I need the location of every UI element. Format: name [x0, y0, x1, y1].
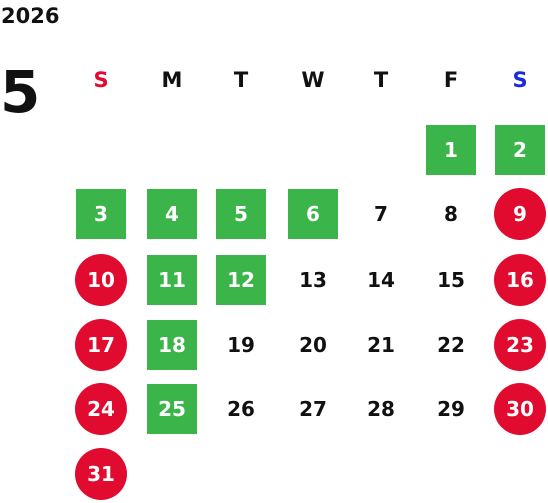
- day-cell-19[interactable]: 19: [227, 333, 255, 357]
- weekday-header: T: [373, 68, 389, 92]
- day-cell-10[interactable]: 10: [75, 254, 127, 306]
- day-cell-11[interactable]: 11: [147, 255, 197, 305]
- day-cell-14[interactable]: 14: [367, 268, 395, 292]
- day-cell-4[interactable]: 4: [147, 189, 197, 239]
- day-cell-24[interactable]: 24: [75, 383, 127, 435]
- day-cell-20[interactable]: 20: [299, 333, 327, 357]
- day-cell-3[interactable]: 3: [76, 189, 126, 239]
- day-cell-7[interactable]: 7: [374, 202, 388, 226]
- day-cell-21[interactable]: 21: [367, 333, 395, 357]
- day-cell-23[interactable]: 23: [494, 319, 546, 371]
- weekday-header: S: [512, 68, 528, 92]
- day-cell-17[interactable]: 17: [75, 319, 127, 371]
- day-cell-30[interactable]: 30: [494, 383, 546, 435]
- day-cell-28[interactable]: 28: [367, 397, 395, 421]
- year-label: 2026: [1, 4, 60, 28]
- day-cell-12[interactable]: 12: [216, 255, 266, 305]
- day-cell-27[interactable]: 27: [299, 397, 327, 421]
- day-cell-9[interactable]: 9: [494, 188, 546, 240]
- day-cell-26[interactable]: 26: [227, 397, 255, 421]
- day-cell-16[interactable]: 16: [494, 254, 546, 306]
- weekday-header: M: [161, 68, 183, 92]
- day-cell-29[interactable]: 29: [437, 397, 465, 421]
- weekday-header: S: [93, 68, 109, 92]
- day-cell-22[interactable]: 22: [437, 333, 465, 357]
- day-cell-6[interactable]: 6: [288, 189, 338, 239]
- day-cell-5[interactable]: 5: [216, 189, 266, 239]
- day-cell-1[interactable]: 1: [426, 125, 476, 175]
- day-cell-8[interactable]: 8: [444, 202, 458, 226]
- weekday-header: F: [443, 68, 459, 92]
- day-cell-13[interactable]: 13: [299, 268, 327, 292]
- day-cell-2[interactable]: 2: [495, 125, 545, 175]
- day-cell-18[interactable]: 18: [147, 320, 197, 370]
- weekday-header: T: [233, 68, 249, 92]
- month-number: 5: [0, 58, 41, 126]
- day-cell-15[interactable]: 15: [437, 268, 465, 292]
- day-cell-25[interactable]: 25: [147, 384, 197, 434]
- day-cell-31[interactable]: 31: [75, 448, 127, 500]
- weekday-header: W: [301, 68, 325, 92]
